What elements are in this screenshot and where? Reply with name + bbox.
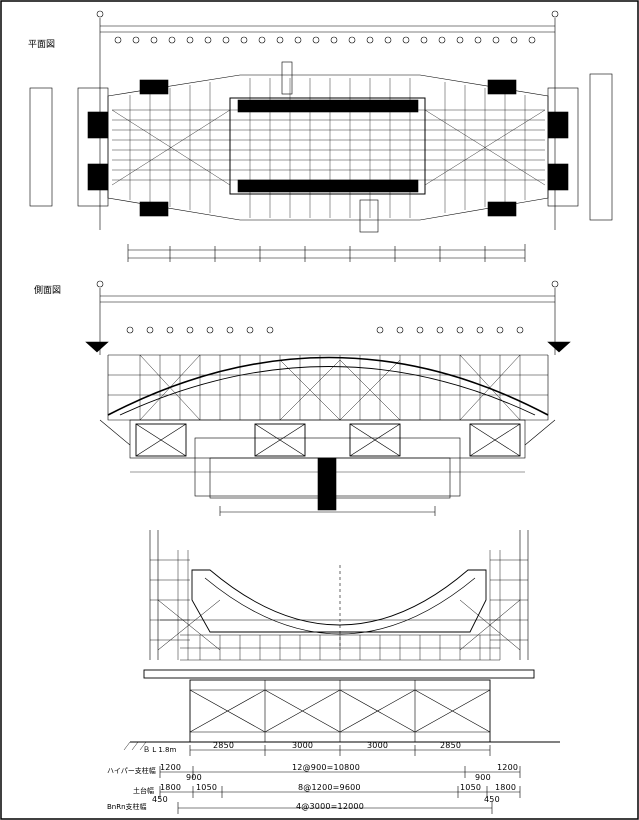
hyper-dim-left: 1200: [160, 763, 182, 772]
side-grid-bubbles: [126, 326, 524, 334]
base-dim-5: 1800: [495, 783, 517, 792]
hyper-dim-extra-left: 900: [186, 773, 202, 782]
cross-section: [123, 530, 560, 814]
side-scaffold: [108, 354, 548, 421]
plan-bracing: [111, 78, 546, 218]
base-dim-3: 8@1200=9600: [298, 783, 361, 792]
bnrn-dim-right: 450: [484, 795, 500, 804]
hyper-dim-extra-right: 900: [475, 773, 491, 782]
plan-view: [29, 10, 613, 262]
hyper-dim-right: 1200: [497, 763, 519, 772]
row-label-base: 土台幅: [133, 787, 154, 795]
bnrn-dim-left: 450: [152, 795, 168, 804]
side-view-title: 側面図: [34, 286, 62, 296]
span-dim-4: 2850: [440, 741, 462, 750]
span-dim-3: 3000: [367, 741, 389, 750]
bnrn-dim-mid: 4@3000=12000: [296, 802, 365, 811]
floor-level-label: Ｂ L 1.8m: [143, 746, 177, 754]
plan-view-title: 平面図: [28, 40, 56, 50]
span-dim-1: 2850: [213, 741, 235, 750]
span-dim-2: 3000: [292, 741, 314, 750]
base-dim-4: 1050: [460, 783, 482, 792]
side-view: [85, 280, 571, 516]
base-dim-1: 1800: [160, 783, 182, 792]
row-label-hyper: ハイパー支柱幅: [107, 767, 156, 775]
row-label-bnrn: BnRn支柱幅: [107, 803, 147, 811]
hyper-dim-mid: 12@900=10800: [292, 763, 361, 772]
plan-grid-bubbles: [114, 36, 536, 44]
base-dim-2: 1050: [196, 783, 218, 792]
